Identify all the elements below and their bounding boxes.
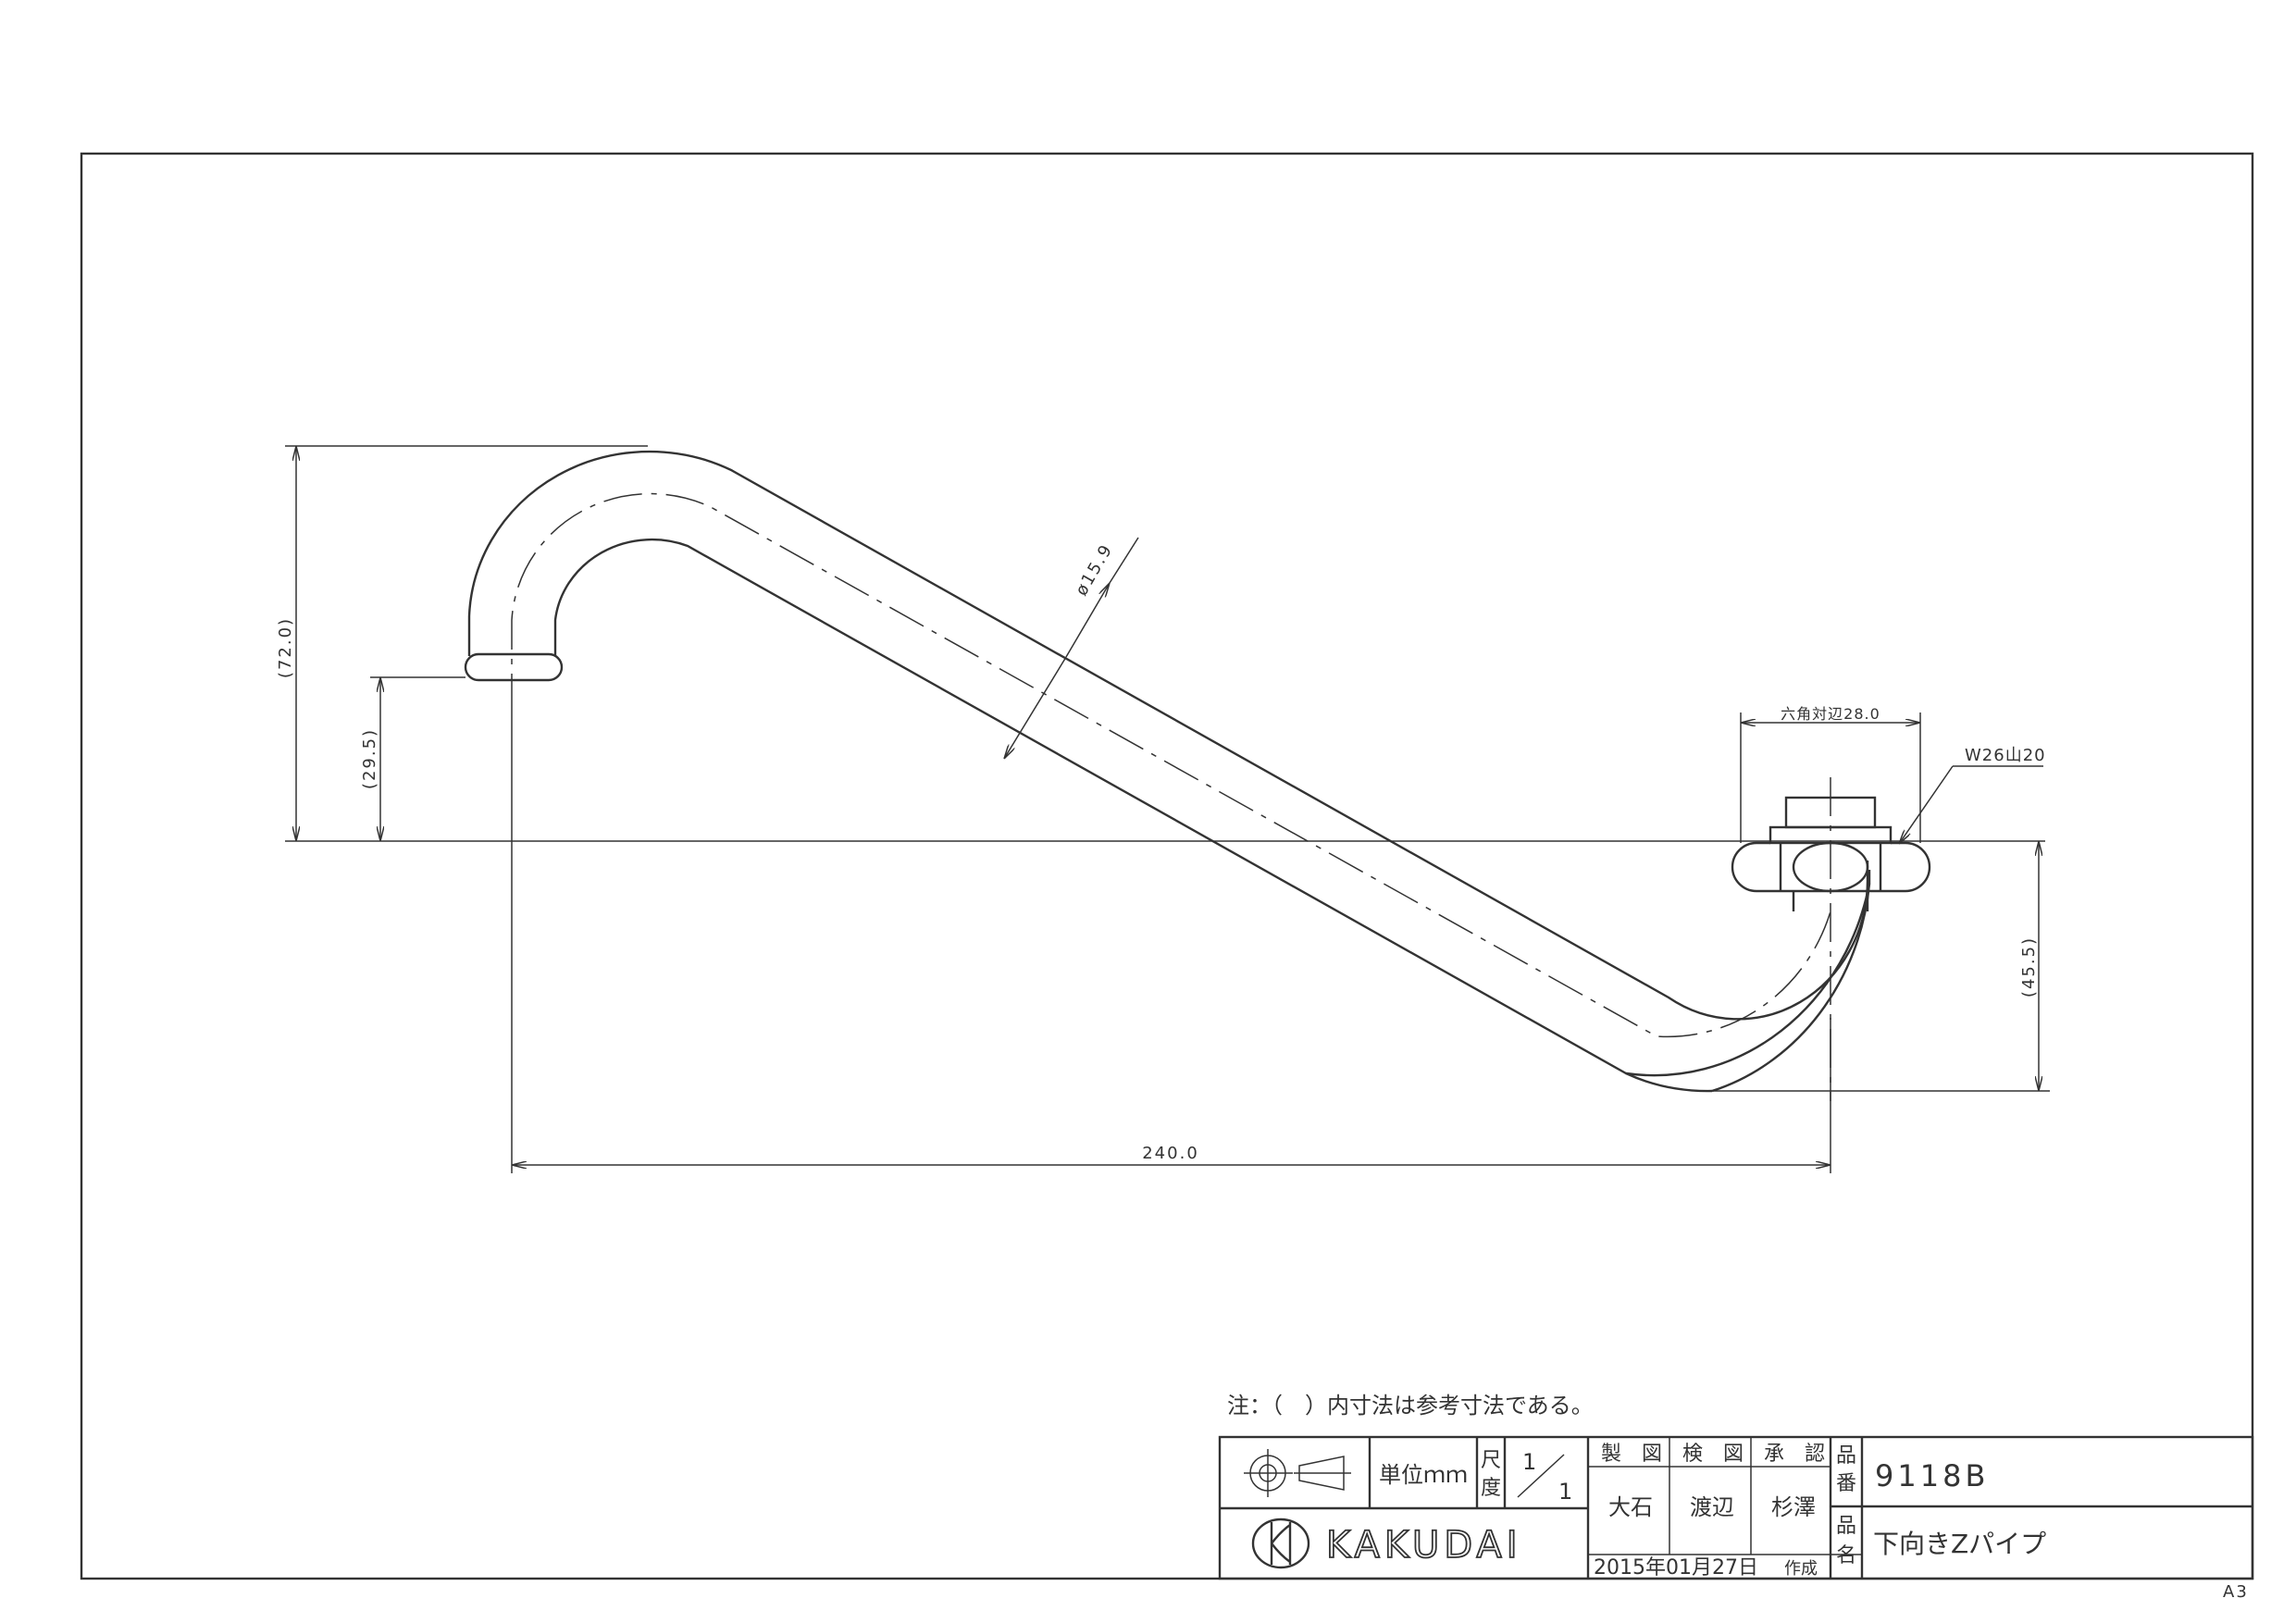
scale-label-2: 度 xyxy=(1481,1477,1501,1500)
dim-overall-height: (72.0) xyxy=(276,617,295,678)
pipe-inner-edge xyxy=(553,538,1871,1077)
dimension-lines xyxy=(285,445,2050,1173)
checked-header: 検 図 xyxy=(1682,1443,1744,1466)
title-block: 単位ｍｍ 尺 度 1 1 KAKUDAI 製 図 検 図 承 認 大石 渡辺 杉… xyxy=(1218,1435,2254,1580)
part-no-label-1: 品 xyxy=(1836,1444,1856,1468)
dim-diameter: ø15.9 xyxy=(1072,540,1117,599)
company-name: KAKUDAI xyxy=(1326,1524,1522,1567)
projection-symbol-icon xyxy=(1244,1449,1351,1497)
dim-length: 240.0 xyxy=(1142,1144,1199,1163)
dim-hex: 六角対辺28.0 xyxy=(1781,705,1880,723)
part-name-label-2: 名 xyxy=(1836,1544,1856,1567)
checked-by: 渡辺 xyxy=(1690,1494,1734,1520)
drawn-by: 大石 xyxy=(1608,1494,1653,1520)
z-pipe xyxy=(464,450,1931,1101)
scale-numerator: 1 xyxy=(1522,1449,1536,1475)
pipe-centerline xyxy=(511,492,1831,1038)
kakudai-logo: KAKUDAI xyxy=(1251,1518,1522,1569)
dim-thread: W26山20 xyxy=(1965,746,2046,765)
drawn-header: 製 図 xyxy=(1601,1443,1662,1466)
unit-label: 単位ｍｍ xyxy=(1379,1462,1468,1488)
dim-inlet-drop: (29.5) xyxy=(360,728,379,789)
sheet-size: A3 xyxy=(2223,1582,2249,1602)
inlet-nozzle xyxy=(464,652,564,682)
part-no-label-2: 番 xyxy=(1836,1472,1856,1495)
scale-label: 尺 xyxy=(1481,1449,1501,1472)
creation-date: 2015年01月27日 xyxy=(1594,1556,1758,1580)
approved-header: 承 認 xyxy=(1764,1443,1825,1466)
part-number: 9118B xyxy=(1875,1458,1989,1493)
part-name-label-1: 品 xyxy=(1836,1515,1856,1538)
created-label: 作成 xyxy=(1784,1559,1818,1579)
dim-outlet-drop: (45.5) xyxy=(2019,936,2039,997)
reference-note: 注：（ ）内寸法は参考寸法である。 xyxy=(1227,1393,1594,1419)
pipe-outer-edge xyxy=(467,450,1869,1021)
approved-by: 杉澤 xyxy=(1771,1494,1816,1520)
part-name: 下向きZパイプ xyxy=(1873,1529,2046,1559)
drawing-frame xyxy=(80,152,2254,1580)
scale-denominator: 1 xyxy=(1558,1479,1572,1505)
